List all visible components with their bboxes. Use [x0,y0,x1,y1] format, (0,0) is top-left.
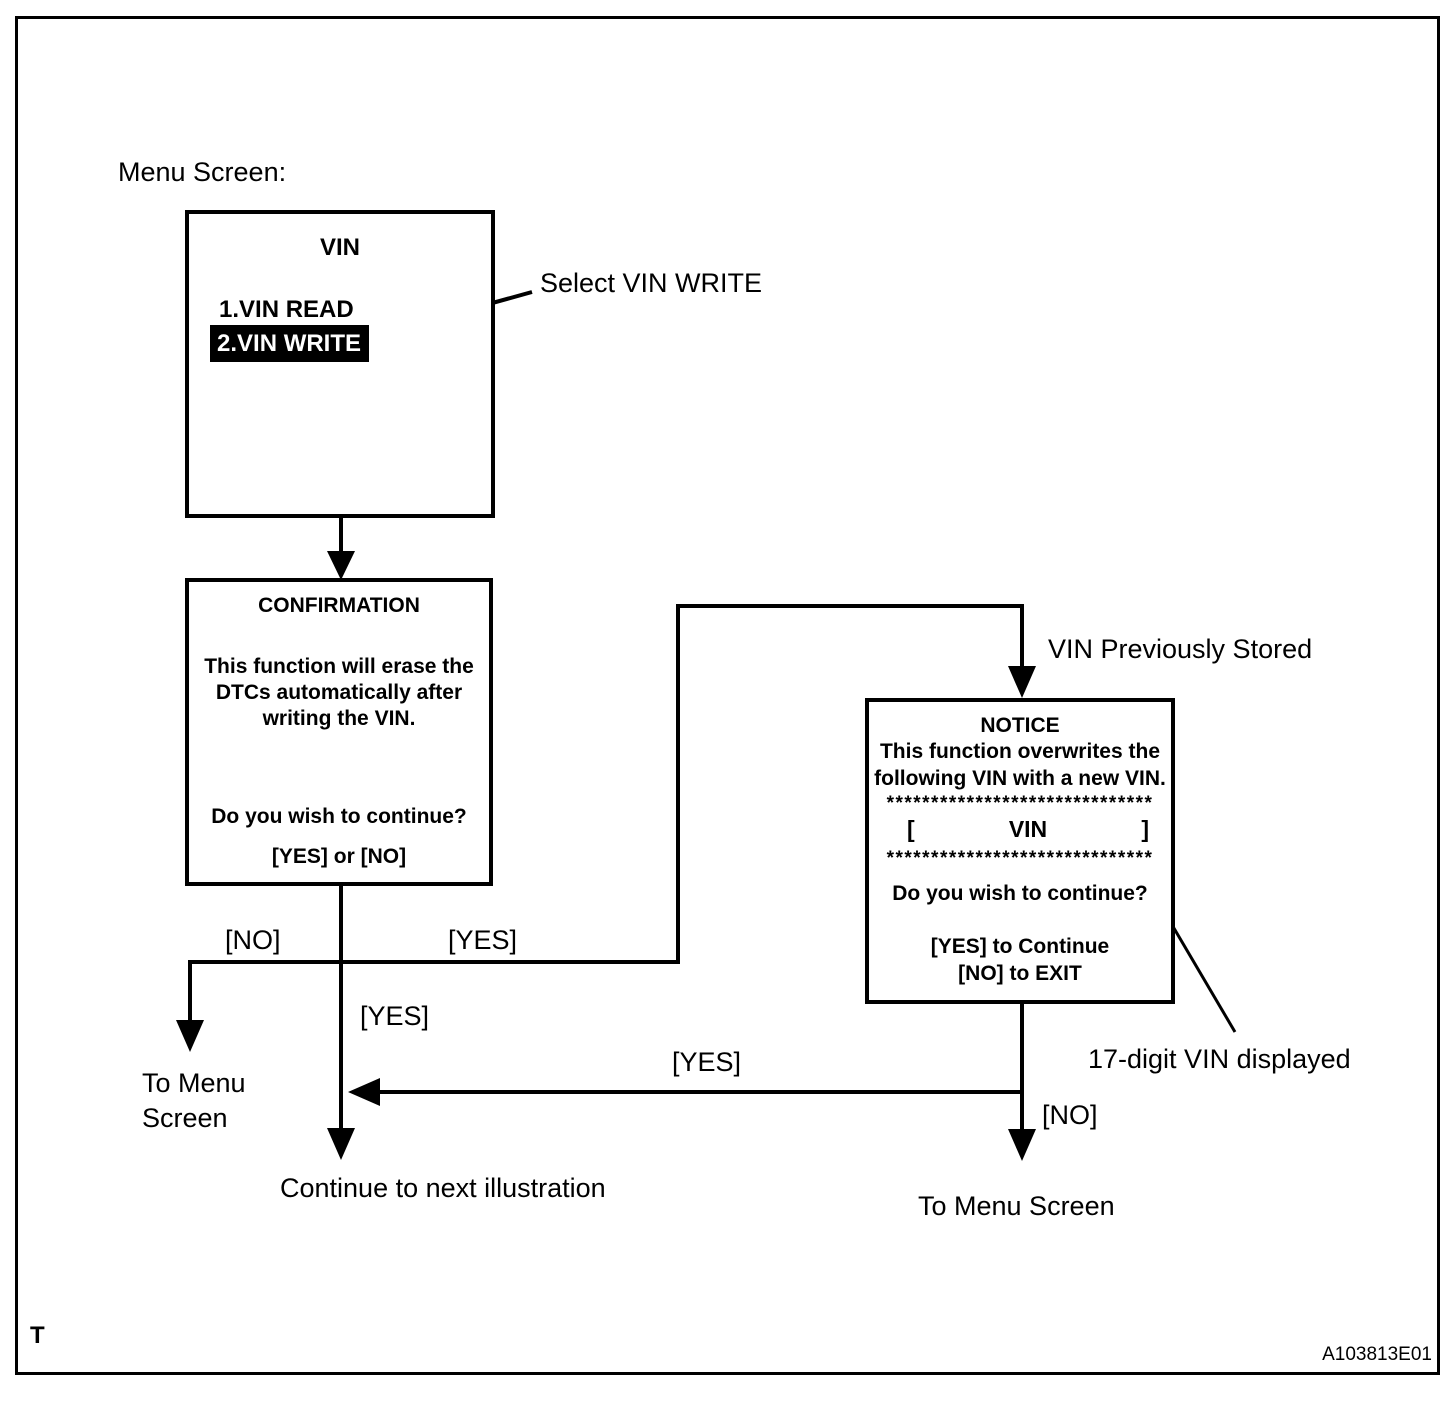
continue-next-illustration-label: Continue to next illustration [280,1173,606,1203]
corner-letter: T [30,1322,45,1349]
confirmation-body-line2: DTCs automatically after [215,681,463,704]
confirmation-screen: CONFIRMATION This function will erase th… [185,578,493,886]
arrowhead-into-confirmation [327,551,355,580]
notice-screen: NOTICE This function overwrites the foll… [865,698,1175,1004]
vin-previously-stored-annotation: VIN Previously Stored [1048,634,1313,664]
menu-item-vin-write-highlighted: 2.VIN WRITE [210,325,370,362]
arrowhead-yes-return [348,1078,380,1106]
vin-left-bracket: [ [907,816,915,842]
arrowhead-into-notice [1008,666,1036,698]
confirmation-title: CONFIRMATION [258,594,420,617]
menu-item-vin-read: 1.VIN READ [219,296,354,323]
notice-question: Do you wish to continue? [892,882,1148,905]
arrowhead-notice-to-menu [1008,1129,1036,1161]
confirmation-body-line1: This function will erase the [204,655,474,678]
confirmation-body-line3: writing the VIN. [262,707,416,730]
notice-stars-bottom: ****************************** [886,849,1154,868]
vin-placeholder-label: VIN [1008,816,1048,842]
vin-menu-screen: VIN 1.VIN READ 2.VIN WRITE [185,210,495,518]
to-menu-screen-left-line1: To Menu [142,1068,246,1098]
to-menu-screen-left: To Menu Screen [142,1066,246,1136]
notice-body-line2: following VIN with a new VIN. [874,767,1166,790]
label-no-notice-branch: [NO] [1042,1100,1098,1130]
label-yes-right-branch: [YES] [448,925,518,955]
notice-title: NOTICE [980,714,1060,737]
label-no-left-branch: [NO] [225,925,281,955]
notice-body-line1: This function overwrites the [879,740,1161,763]
arrowhead-no-to-menu [176,1020,204,1052]
to-menu-screen-right: To Menu Screen [918,1191,1115,1221]
confirmation-options: [YES] or [NO] [271,845,407,868]
figure-id: A103813E01 [1322,1344,1432,1365]
notice-stars-top: ****************************** [886,794,1154,813]
to-menu-screen-left-line2: Screen [142,1103,228,1134]
page-border [15,16,1440,1375]
vin-screen-title: VIN [319,234,360,261]
select-vin-write-annotation: Select VIN WRITE [540,268,763,298]
notice-no-option: [NO] to EXIT [958,962,1082,985]
label-yes-return-branch: [YES] [672,1047,742,1077]
notice-yes-option: [YES] to Continue [930,935,1110,958]
notice-vin-display-row: [ VIN ] [907,818,1149,841]
seventeen-digit-vin-annotation: 17-digit VIN displayed [1088,1044,1351,1074]
confirmation-question: Do you wish to continue? [211,805,467,828]
menu-screen-label: Menu Screen: [118,157,287,187]
label-yes-center-branch: [YES] [360,1001,430,1031]
yes-elbow-to-notice-line [676,604,1024,962]
vin-right-bracket: ] [1141,816,1149,842]
arrowhead-continue-next [327,1128,355,1160]
